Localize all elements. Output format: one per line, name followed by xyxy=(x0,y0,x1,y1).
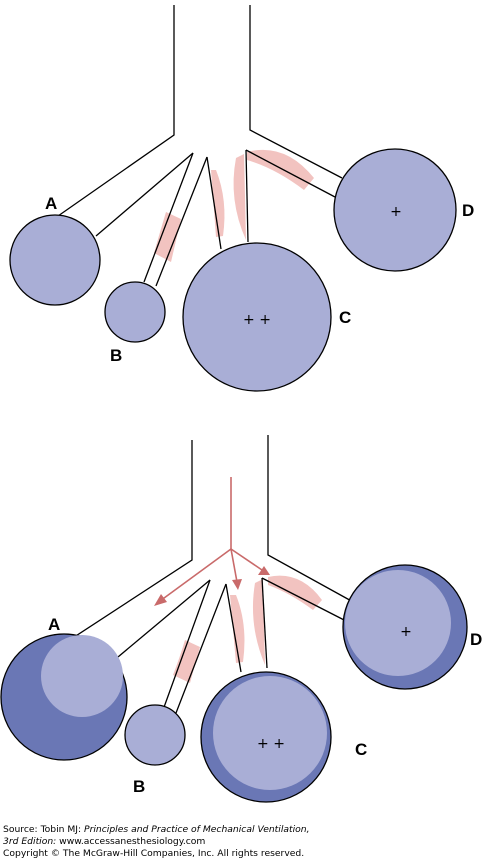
flow-arrows xyxy=(154,477,270,606)
caption-source-prefix: Source: Tobin MJ: xyxy=(3,824,85,835)
top-bronchus-c-left-wall xyxy=(206,156,222,250)
bottom-bronchus-b-right-wall xyxy=(175,583,227,714)
top-panel: + + + A B C D xyxy=(9,5,474,392)
bottom-bronchus-c-left-wall xyxy=(225,583,242,673)
bottom-bronchus-b-left-wall xyxy=(162,579,211,711)
bottom-alveolus-a xyxy=(0,633,128,761)
top-bronchus-c-right-wall xyxy=(245,149,249,243)
top-narrowing-c-right xyxy=(233,154,246,240)
bottom-bronchus-d-lower-wall xyxy=(261,577,349,623)
source-caption: Source: Tobin MJ: Principles and Practic… xyxy=(3,824,483,861)
bottom-bronchus-a-lower-wall xyxy=(111,579,211,663)
bottom-label-d: D xyxy=(470,630,482,649)
top-trachea-right-wall xyxy=(249,5,343,179)
flow-arrow-to-c-head xyxy=(232,579,242,590)
top-narrowing-c-left xyxy=(211,170,225,237)
top-bronchus-d-lower-wall xyxy=(245,149,336,198)
top-narrowing-b xyxy=(154,212,181,262)
bottom-pressure-c: + + xyxy=(257,736,285,752)
bottom-narrowing-c-right xyxy=(252,579,265,665)
caption-book-title: Principles and Practice of Mechanical Ve… xyxy=(84,824,310,835)
top-label-d: D xyxy=(462,201,474,220)
top-label-b: B xyxy=(110,346,122,365)
bottom-label-c: C xyxy=(355,740,367,759)
caption-website: www.accessanesthesiology.com xyxy=(56,836,206,848)
caption-edition: 3rd Edition: xyxy=(3,836,57,848)
top-label-c: C xyxy=(339,308,351,327)
ventilation-diagram: + + + A B C D xyxy=(0,5,482,803)
flow-arrow-to-c xyxy=(230,548,238,583)
bottom-panel: + + + A B C D xyxy=(0,435,482,803)
caption-edition-line: 3rd Edition: www.accessanesthesiology.co… xyxy=(3,836,483,848)
bottom-alveolus-d xyxy=(342,564,468,690)
top-alveolus-b xyxy=(104,281,166,343)
flow-arrow-to-d-head xyxy=(258,566,270,575)
bottom-bronchus-c-right-wall xyxy=(261,577,268,669)
bottom-narrowing-c-left xyxy=(230,595,245,663)
flow-arrow-to-d xyxy=(230,548,263,571)
top-alveolus-c xyxy=(182,242,332,392)
top-pressure-d: + xyxy=(390,204,402,220)
top-label-a: A xyxy=(45,194,57,213)
bottom-alveolus-b xyxy=(124,704,186,766)
bottom-narrowing-b xyxy=(173,640,200,683)
bottom-trachea-right-wall xyxy=(267,435,356,604)
flow-arrow-to-a-head xyxy=(154,594,167,606)
bottom-trachea-left-wall xyxy=(61,440,193,646)
top-pressure-c: + + xyxy=(243,312,271,328)
flow-arrow-to-a xyxy=(159,548,232,602)
top-alveolus-a xyxy=(9,214,101,306)
top-bronchus-b-right-wall xyxy=(155,156,208,287)
bottom-alveolus-c xyxy=(200,671,332,803)
bottom-pressure-d: + xyxy=(400,624,412,640)
bottom-label-a: A xyxy=(48,615,60,634)
top-alveolus-d xyxy=(333,148,457,272)
top-bronchus-b-left-wall xyxy=(143,152,194,283)
top-trachea-left-wall xyxy=(47,5,175,224)
caption-copyright: Copyright © The McGraw-Hill Companies, I… xyxy=(3,848,305,860)
top-bronchus-a-lower-wall xyxy=(95,152,194,237)
bottom-label-b: B xyxy=(133,777,145,796)
caption-source-line: Source: Tobin MJ: Principles and Practic… xyxy=(3,824,483,836)
